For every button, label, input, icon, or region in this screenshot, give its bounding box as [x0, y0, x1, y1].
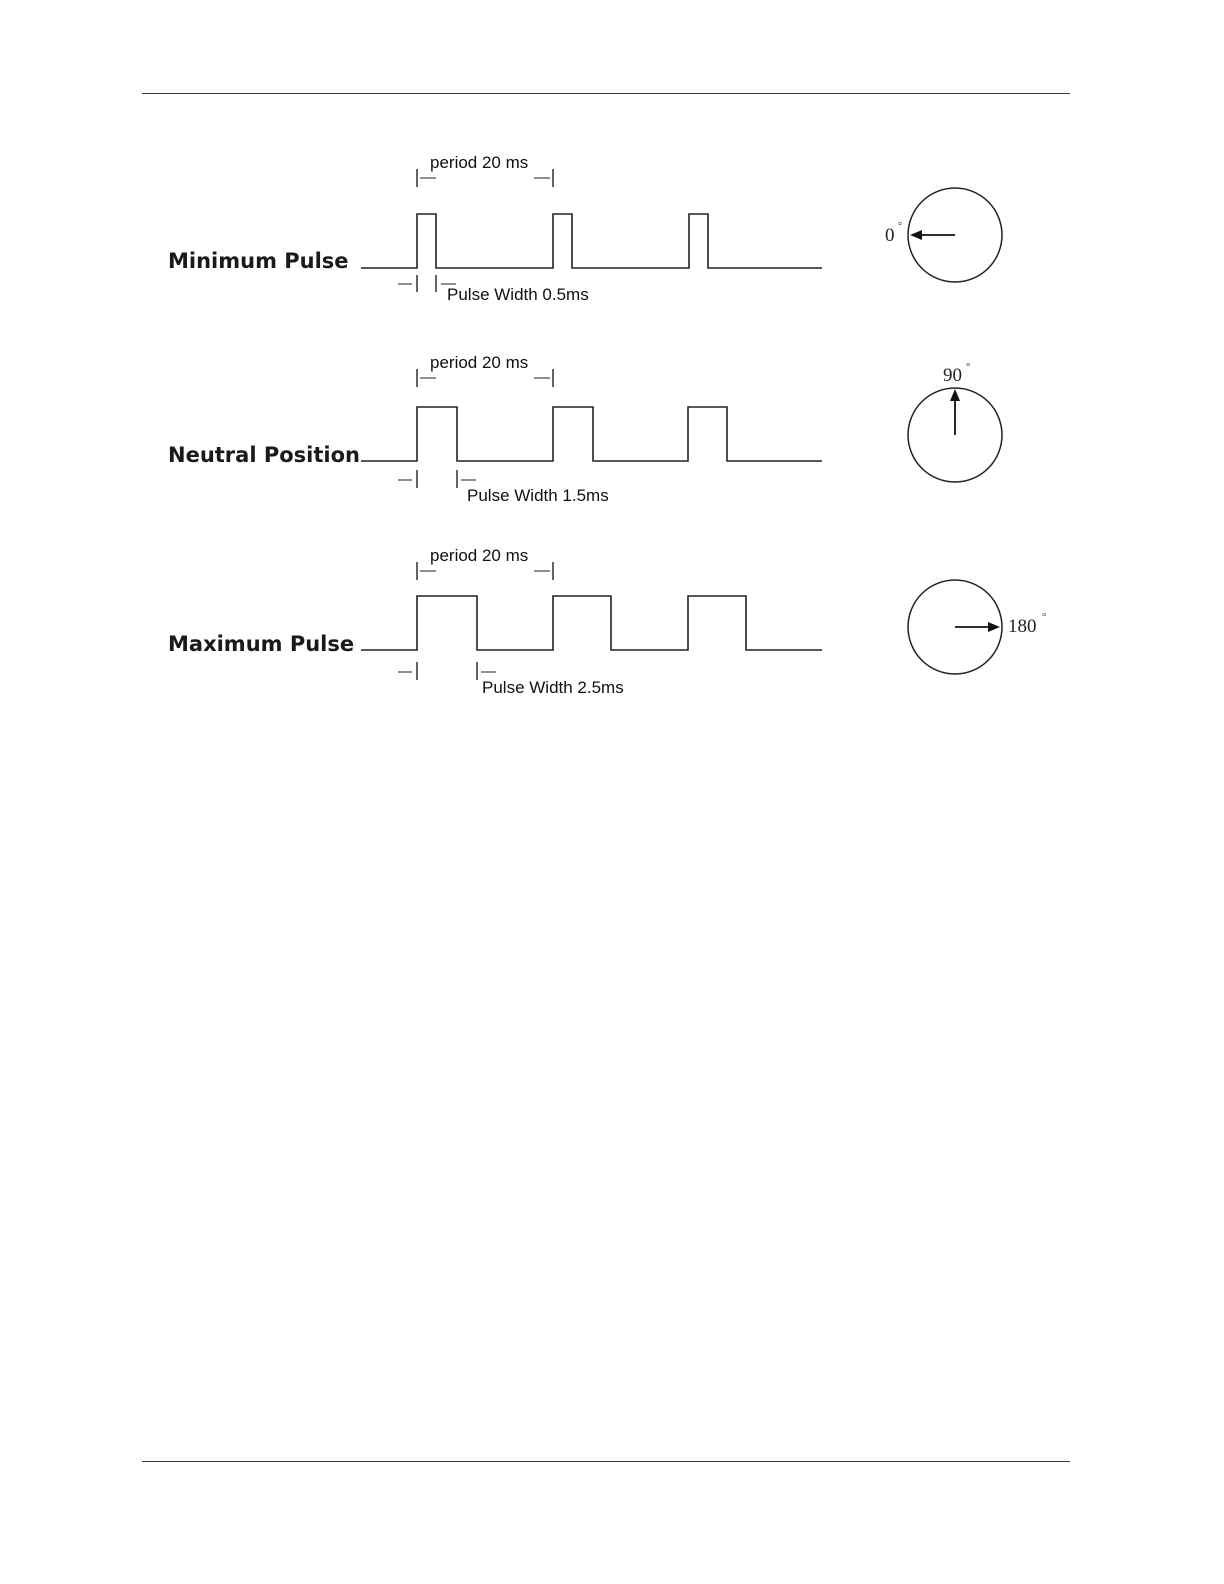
row-label-neutral-position: Neutral Position: [168, 443, 360, 467]
period-label: period 20 ms: [430, 153, 528, 172]
dial-arrowhead: [988, 622, 1000, 632]
degree-symbol: °: [966, 361, 970, 373]
angle-label: 180: [1008, 616, 1037, 637]
degree-symbol: °: [1042, 611, 1046, 623]
pulse-width-label: Pulse Width 0.5ms: [447, 285, 589, 304]
pwm-waveform: [361, 407, 822, 461]
pwm-waveform: [361, 214, 822, 268]
row-label-minimum-pulse: Minimum Pulse: [168, 249, 349, 273]
angle-label: 90: [943, 365, 962, 386]
row-maximum-pulse: Maximum Pulse period 20 ms Pulse Width 2…: [168, 546, 1046, 697]
dial-arrowhead: [910, 230, 922, 240]
angle-label: 0: [885, 225, 895, 246]
row-minimum-pulse: Minimum Pulse period 20 ms Pulse Width 0…: [168, 153, 1002, 304]
row-neutral-position: Neutral Position period 20 ms Pulse Widt…: [168, 353, 1002, 505]
pulse-width-label: Pulse Width 2.5ms: [482, 678, 624, 697]
period-label: period 20 ms: [430, 353, 528, 372]
degree-symbol: °: [898, 220, 902, 232]
pulse-width-label: Pulse Width 1.5ms: [467, 486, 609, 505]
dial-arrowhead: [950, 389, 960, 401]
pwm-waveform: [361, 596, 822, 650]
row-label-maximum-pulse: Maximum Pulse: [168, 632, 354, 656]
period-label: period 20 ms: [430, 546, 528, 565]
